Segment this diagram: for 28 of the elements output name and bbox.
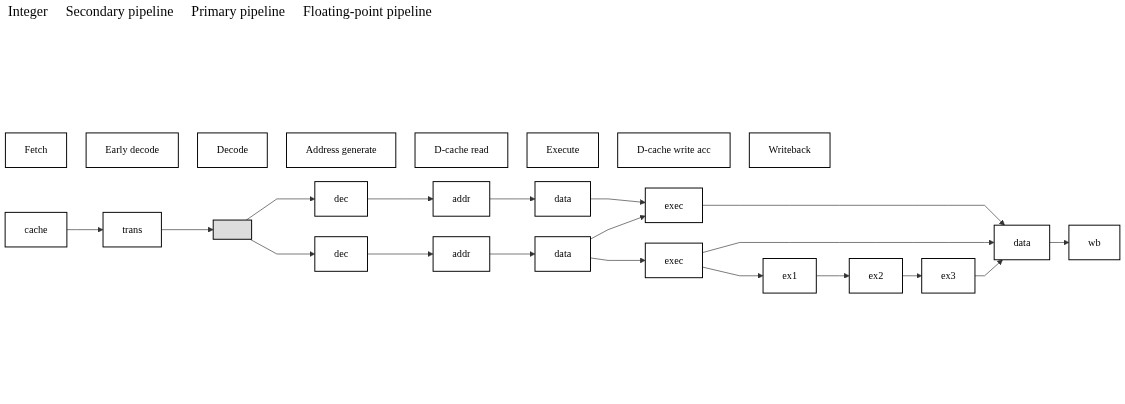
node-box: Address generate (286, 132, 397, 168)
node-box: D-cache write acc (617, 132, 731, 168)
pipeline-label: Floating-point pipeline (303, 4, 432, 19)
node-box: data (534, 181, 591, 217)
node-box: Writeback (748, 132, 831, 168)
node-box: ex2 (848, 258, 903, 294)
node-box: ex1 (762, 258, 817, 294)
node-box: Execute (526, 132, 599, 168)
node-box: data (993, 224, 1051, 261)
pipeline-label: Integer (8, 4, 48, 19)
node-box: wb (1068, 224, 1121, 261)
pipeline-label: Secondary pipeline (65, 4, 174, 19)
node-box: cache (4, 211, 68, 248)
node-box: data (534, 236, 591, 272)
node-box: ex3 (921, 258, 976, 294)
node-box: Decode (197, 132, 268, 168)
node-box: exec (644, 187, 703, 224)
node-box: exec (644, 242, 703, 279)
node-box: addr (432, 181, 491, 217)
pipeline-label: Primary pipeline (191, 4, 286, 19)
node-box: D-cache read (414, 132, 509, 168)
node-box: dec (314, 181, 368, 217)
node-box: dec (314, 236, 368, 272)
node-box: Early decode (85, 132, 179, 168)
node-box: Fetch (4, 132, 68, 168)
node-box (212, 219, 253, 240)
node-box: trans (102, 211, 162, 248)
node-box: addr (432, 236, 491, 272)
